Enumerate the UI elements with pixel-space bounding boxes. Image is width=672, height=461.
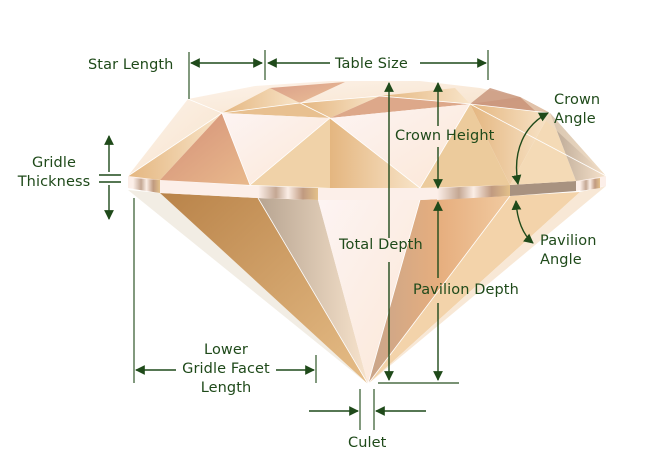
pavilion-angle-line-2: Angle: [540, 252, 582, 268]
lower-gridle-facet-line-1: Lower: [204, 342, 248, 358]
pavilion-angle-line-1: Pavilion: [540, 233, 597, 249]
lower-gridle-facet-length-label: Lower Gridle Facet Length: [172, 341, 280, 398]
lower-gridle-facet-line-3: Length: [200, 380, 252, 396]
culet-label: Culet: [348, 435, 387, 451]
table-size-label: Table Size: [335, 56, 408, 72]
crown: [127, 81, 607, 189]
crown-angle-label: Crown Angle: [554, 91, 600, 129]
gridle-thickness-line-1: Gridle: [32, 155, 76, 171]
star-length-label: Star Length: [88, 57, 174, 73]
annotations: [99, 50, 549, 430]
gridle-thickness-label: Gridle Thickness: [14, 154, 94, 192]
pavilion-angle-label: Pavilion Angle: [540, 232, 597, 270]
crown-angle-line-2: Angle: [554, 111, 596, 127]
lower-gridle-facet-line-2: Gridle Facet: [182, 361, 270, 377]
crown-angle-line-1: Crown: [554, 92, 601, 108]
total-depth-label: Total Depth: [339, 237, 423, 253]
pavilion-depth-label: Pavilion Depth: [413, 282, 519, 298]
crown-height-label: Crown Height: [395, 128, 495, 144]
gridle-thickness-line-2: Thickness: [17, 174, 91, 190]
